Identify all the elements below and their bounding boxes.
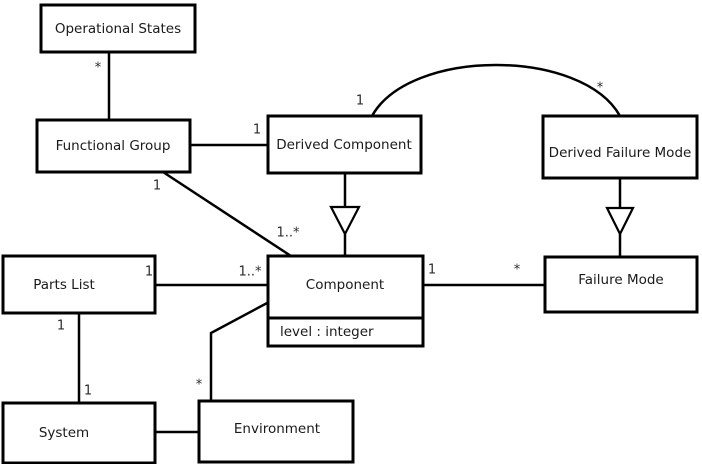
multiplicity-parts-list-component-near: 1: [145, 265, 153, 280]
multiplicity-component-failure-mode-near: 1: [428, 263, 436, 278]
class-box-operational-states[interactable]: Operational States: [39, 3, 197, 54]
class-name-derived-component: Derived Component: [276, 137, 412, 153]
class-box-functional-group[interactable]: Functional Group: [35, 118, 192, 174]
class-name-environment: Environment: [234, 421, 320, 437]
multiplicity-functional-group-derived-component: 1: [253, 123, 261, 138]
generalization-arrow-derived-failure-mode-failure-mode: [605, 206, 635, 237]
multiplicity-component-failure-mode-far: *: [514, 263, 521, 278]
association-environment-component: [209, 300, 270, 401]
class-box-derived-failure-mode-rect[interactable]: [541, 114, 699, 180]
class-box-component-rect[interactable]: [266, 254, 425, 348]
class-box-environment[interactable]: Environment: [197, 399, 355, 464]
generalization-arrow-derived-component-component: [329, 205, 361, 237]
class-box-derived-component[interactable]: Derived Component: [266, 114, 423, 175]
class-name-derived-failure-mode: Derived Failure Mode: [549, 145, 692, 161]
association-derived-component-derived-failure-mode: [370, 63, 622, 117]
multiplicity-functional-group-component-near: 1: [153, 179, 161, 194]
class-name-parts-list: Parts List: [33, 277, 95, 293]
class-box-derived-failure-mode[interactable]: Derived Failure Mode: [541, 114, 699, 180]
multiplicity-operational-states-functional-group: *: [95, 61, 102, 76]
class-box-failure-mode-rect[interactable]: [543, 255, 699, 314]
class-name-operational-states: Operational States: [55, 21, 181, 37]
class-box-parts-list-rect[interactable]: [1, 254, 157, 315]
class-box-component[interactable]: Component level : integer: [266, 254, 425, 348]
class-name-component: Component: [306, 277, 384, 293]
multiplicity-parts-list-system-near: 1: [57, 319, 65, 334]
class-box-system-rect[interactable]: [1, 401, 157, 464]
association-functional-group-component: [162, 170, 292, 258]
class-name-functional-group: Functional Group: [56, 138, 171, 154]
class-box-environment-rect[interactable]: [197, 399, 355, 464]
class-box-derived-component-rect[interactable]: [266, 114, 423, 175]
class-box-parts-list[interactable]: Parts List: [1, 254, 157, 315]
class-attribute-component-level: level : integer: [280, 324, 374, 340]
class-box-functional-group-rect[interactable]: [35, 118, 192, 174]
class-name-system: System: [39, 425, 89, 441]
multiplicity-parts-list-system-far: 1: [84, 384, 92, 399]
multiplicity-environment-component: *: [196, 378, 203, 393]
multiplicity-derived-failure-mode-arc-right: *: [597, 81, 604, 96]
multiplicity-functional-group-component-far: 1..*: [276, 226, 300, 241]
multiplicity-derived-component-arc-left: 1: [356, 94, 364, 109]
class-box-system[interactable]: System: [1, 401, 157, 464]
multiplicity-parts-list-component-far: 1..*: [238, 265, 262, 280]
class-box-operational-states-rect[interactable]: [39, 3, 197, 54]
class-name-failure-mode: Failure Mode: [578, 272, 664, 288]
class-box-failure-mode[interactable]: Failure Mode: [543, 255, 699, 314]
